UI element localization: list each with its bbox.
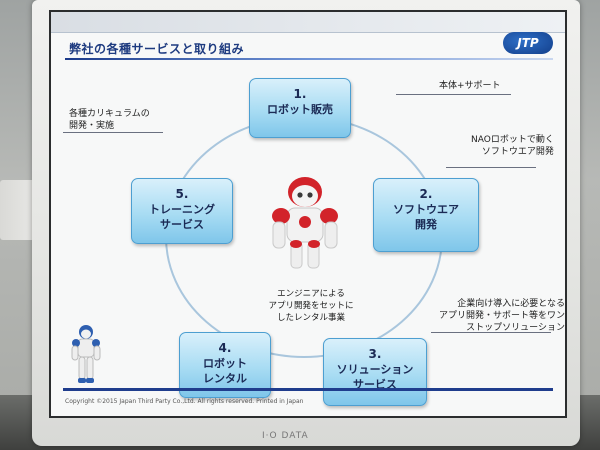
annotation-text: 企業向け導入に必要となる xyxy=(457,299,565,309)
annotation-text: ストップソリューション xyxy=(466,323,565,333)
annotation-text: 本体+サポート xyxy=(439,81,501,91)
small-nao-robot-image xyxy=(71,325,101,383)
service-number: 2. xyxy=(419,187,433,201)
rental-description-line: したレンタル事業 xyxy=(276,313,345,323)
slide-title: 弊社の各種サービスと取り組み xyxy=(69,42,245,56)
service-box-solution: 3. ソリューション サービス xyxy=(323,338,427,406)
service-label: ロボット xyxy=(203,357,247,370)
annotation-line-2 xyxy=(446,167,536,168)
annotation-text: NAOロボットで動く xyxy=(471,135,554,145)
rental-description-line: エンジニアによる xyxy=(277,289,345,299)
copyright-text: Copyright ©2015 Japan Third Party Co.,Lt… xyxy=(65,398,304,405)
nao-robot-image xyxy=(272,177,338,269)
annotation-line-5 xyxy=(63,132,163,133)
annotation-line-3 xyxy=(431,332,551,333)
service-label: サービス xyxy=(160,218,204,231)
service-label: ソフトウエア xyxy=(393,203,459,216)
service-box-robot-sales: 1. ロボット販売 xyxy=(249,78,351,138)
service-number: 4. xyxy=(218,341,232,355)
service-box-software: 2. ソフトウエア 開発 xyxy=(373,178,479,252)
service-label: ロボット販売 xyxy=(267,103,333,116)
annotation-text: 各種カリキュラムの xyxy=(69,109,150,119)
presentation-slide: 弊社の各種サービスと取り組み JTP 本体+サポート NAOロボットで動く ソフ… xyxy=(49,10,567,418)
service-number: 5. xyxy=(175,187,189,201)
annotation-software: NAOロボットで動く ソフトウエア開発 xyxy=(471,134,554,158)
title-underline xyxy=(65,58,553,60)
annotation-line-1 xyxy=(396,94,511,95)
company-logo: JTP xyxy=(503,32,553,54)
annotation-training: 各種カリキュラムの 開発・実施 xyxy=(69,108,150,132)
service-label: トレーニング xyxy=(149,203,215,216)
service-label: レンタル xyxy=(203,372,247,385)
service-label: ソリューション xyxy=(336,363,414,376)
service-number: 3. xyxy=(368,347,382,361)
footer-rule xyxy=(63,388,553,391)
annotation-text: アプリ開発・サポート等をワン xyxy=(439,311,566,321)
annotation-text: ソフトウエア開発 xyxy=(481,147,554,157)
service-number: 1. xyxy=(293,87,307,101)
service-box-rental: 4. ロボット レンタル xyxy=(179,332,271,398)
monitor-brand: I·O DATA xyxy=(262,431,309,441)
service-label: サービス xyxy=(353,378,397,391)
service-box-training: 5. トレーニング サービス xyxy=(131,178,233,244)
service-label: 開発 xyxy=(415,218,437,231)
annotation-hardware-support: 本体+サポート xyxy=(439,80,501,92)
annotation-solution: 企業向け導入に必要となる アプリ開発・サポート等をワン ストップソリューション xyxy=(439,298,565,334)
rental-description: エンジニアによる アプリ開発をセットに したレンタル事業 xyxy=(247,288,375,324)
slide-top-bar xyxy=(51,12,565,33)
annotation-text: 開発・実施 xyxy=(69,121,115,131)
rental-description-line: アプリ開発をセットに xyxy=(268,301,354,311)
